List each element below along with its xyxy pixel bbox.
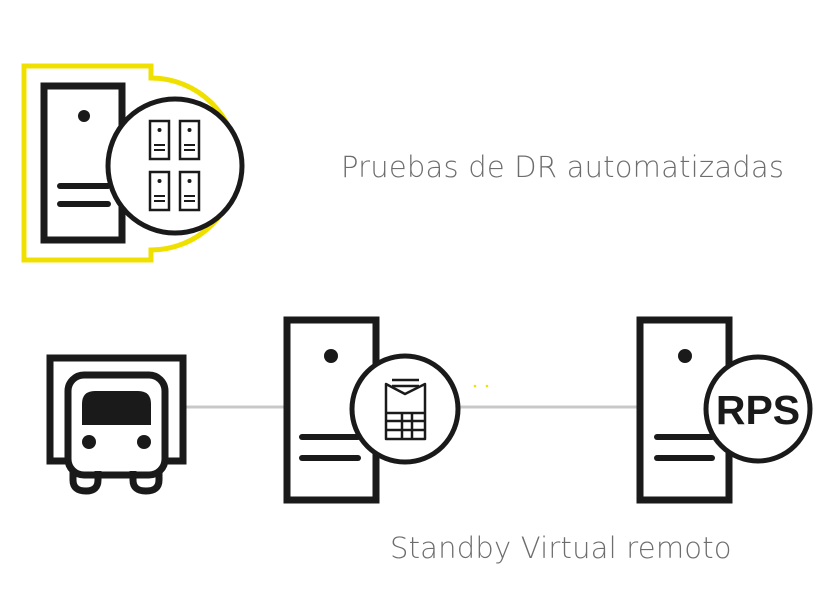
mini-server-icon bbox=[178, 170, 201, 212]
dr-testing-icon-group bbox=[21, 63, 245, 263]
server-icon bbox=[636, 316, 733, 504]
standby-document-icon bbox=[349, 353, 461, 465]
mini-server-icon bbox=[148, 170, 171, 212]
rps-badge-label: RPS bbox=[716, 387, 800, 433]
virtual-standby-caption: Standby Virtual remoto bbox=[390, 531, 732, 565]
dotted-accent bbox=[473, 384, 489, 388]
rps-badge-icon: RPS bbox=[703, 354, 813, 464]
mini-server-icon bbox=[148, 119, 171, 161]
truck-icon bbox=[46, 354, 187, 495]
dr-testing-caption: Pruebas de DR automatizadas bbox=[341, 150, 785, 184]
virtual-machines-icon bbox=[105, 96, 245, 236]
mini-server-icon bbox=[178, 119, 201, 161]
